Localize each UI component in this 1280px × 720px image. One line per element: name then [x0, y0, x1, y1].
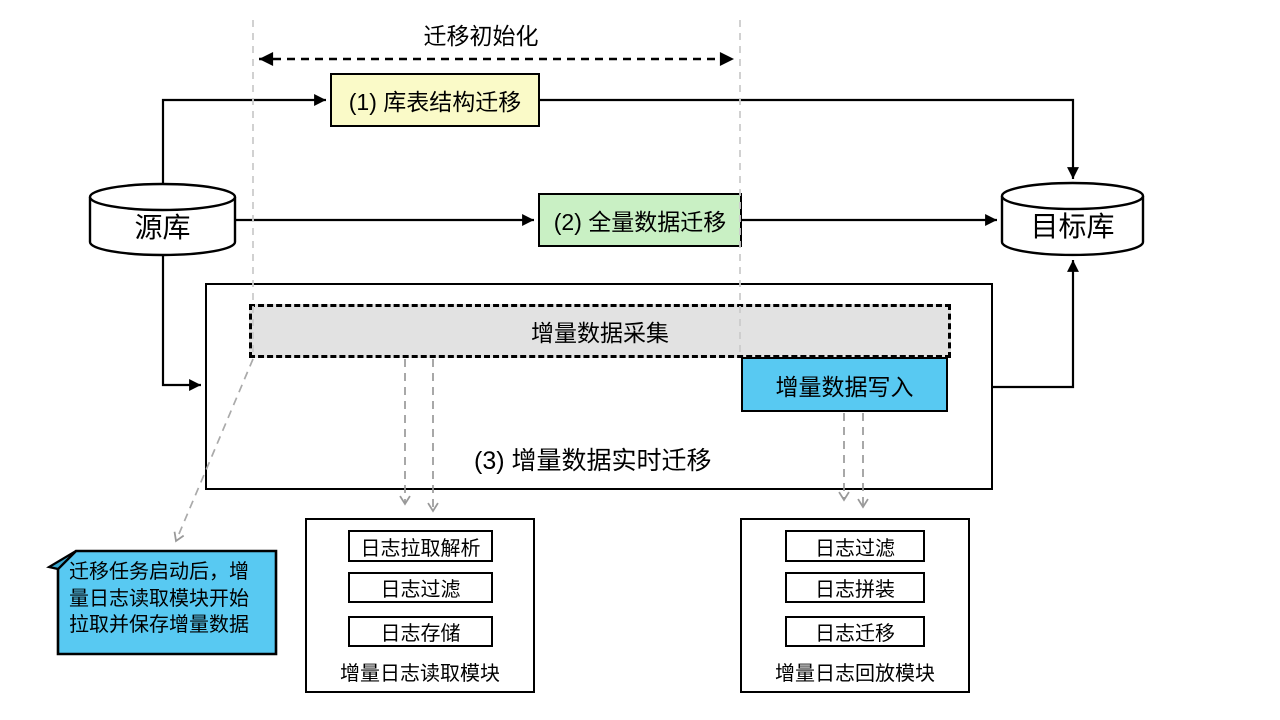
note-text: 迁移任务启动后，增量日志读取模块开始拉取并保存增量数据 [69, 561, 249, 637]
arrow-source-to-step3 [161, 253, 201, 391]
step2-full-data-migration-box: (2) 全量数据迁移 [538, 193, 742, 247]
step1-schema-migration-box: (1) 库表结构迁移 [330, 73, 540, 127]
source-db-label: 源库 [134, 212, 191, 243]
incremental-collect-box: 增量数据采集 [249, 304, 951, 358]
replayer-step-filter-box: 日志过滤 [785, 530, 925, 562]
target-db-label: 目标库 [1030, 211, 1115, 242]
step3-label: (3) 增量数据实时迁移 [474, 447, 712, 475]
incremental-write-box: 增量数据写入 [741, 357, 948, 412]
arrow-step1-to-target [540, 98, 1079, 179]
reader-step-store-box: 日志存储 [348, 616, 493, 647]
phase-label: 迁移初始化 [423, 23, 539, 49]
reader-step-filter-box: 日志过滤 [348, 572, 493, 603]
arrow-source-to-step1 [161, 94, 326, 184]
replayer-module-title: 增量日志回放模块 [775, 663, 935, 685]
arrow-step3-to-target [993, 260, 1079, 389]
reader-module-title: 增量日志读取模块 [340, 663, 500, 685]
reader-step-parse-box: 日志拉取解析 [348, 530, 493, 562]
replayer-step-assemble-box: 日志拼装 [785, 572, 925, 603]
replayer-step-migrate-box: 日志迁移 [785, 616, 925, 647]
